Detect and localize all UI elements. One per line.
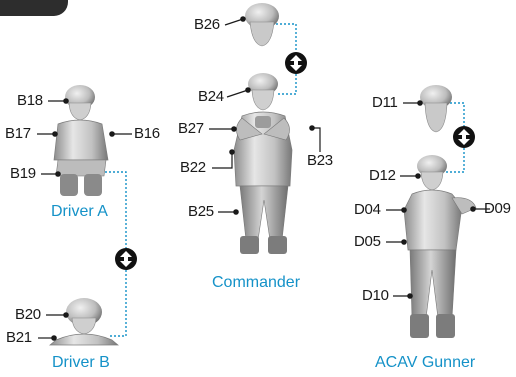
acav-gunner-figure [403,155,477,338]
caption-driver-a: Driver A [51,203,108,220]
part-label-d11: D11 [372,94,398,111]
gunner-spare-head [420,85,452,133]
caption-acav-gunner: ACAV Gunner [375,354,476,371]
driver-b-figure [49,298,119,346]
part-label-d10: D10 [362,287,389,304]
part-label-b17: B17 [5,125,31,142]
part-label-d09: D09 [484,200,511,217]
part-label-b19: B19 [10,165,36,182]
part-label-b20: B20 [15,306,41,323]
part-label-b27: B27 [178,120,204,137]
caption-driver-b: Driver B [52,354,110,371]
caption-commander: Commander [212,274,301,291]
swap-arrows-icon [453,126,475,148]
part-label-b24: B24 [198,88,224,105]
swap-arrows-icon [115,248,137,270]
swap-connectors [105,23,465,337]
part-label-b16: B16 [134,125,160,142]
swap-arrows-icon [285,52,307,74]
leader-lines [37,16,490,341]
driver-a-figure [53,85,109,196]
part-label-d05: D05 [354,233,381,250]
part-label-b21: B21 [6,329,32,346]
commander-spare-head [245,3,279,47]
part-label-b26: B26 [194,16,220,33]
part-label-b25: B25 [188,203,214,220]
part-label-b18: B18 [17,92,43,109]
part-label-d12: D12 [369,167,396,184]
part-label-b23: B23 [307,152,333,169]
part-label-b22: B22 [180,159,206,176]
part-label-d04: D04 [354,201,381,218]
corner-tab [0,0,68,16]
commander-figure [233,73,293,254]
